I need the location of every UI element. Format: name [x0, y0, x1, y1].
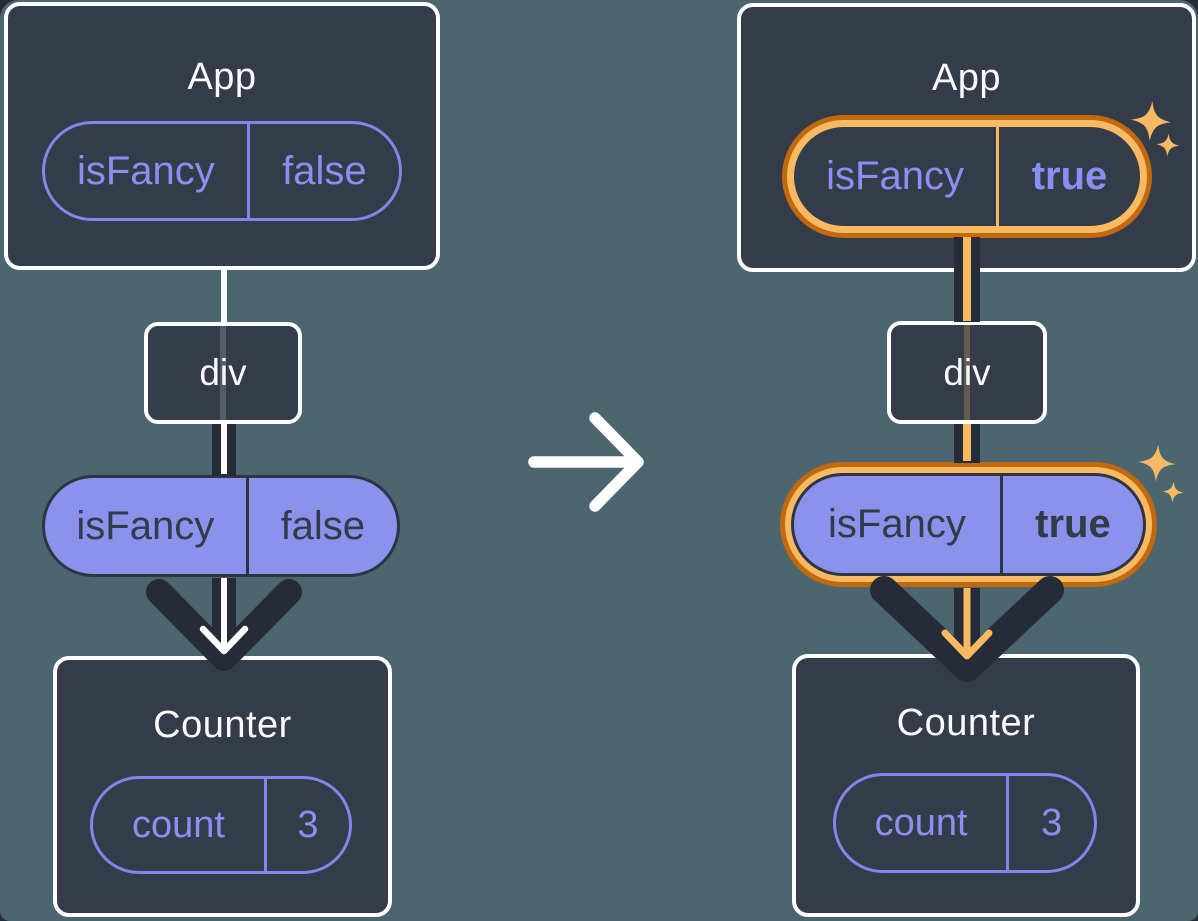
component-title: App	[931, 57, 1002, 99]
state-pill-app-after-highlight: isFancy true	[782, 115, 1152, 238]
state-name: count	[874, 801, 968, 844]
component-title: div	[943, 351, 991, 393]
arrow-tip	[589, 412, 644, 512]
state-name: isFancy	[76, 148, 215, 193]
arrow-head-before	[199, 625, 249, 655]
component-title: Counter	[153, 704, 292, 746]
state-pill-counter-after: count 3	[833, 773, 1097, 873]
connector-ghost-line	[964, 325, 970, 420]
component-card-div-after: div	[887, 321, 1047, 424]
state-value: true	[996, 127, 1140, 226]
component-title: App	[187, 56, 257, 98]
prop-pill-after-highlight: isFancy true	[780, 462, 1157, 587]
component-card-app-before: App isFancy false	[4, 2, 440, 270]
sparkle-small	[1162, 481, 1184, 503]
prop-name: isFancy	[828, 502, 966, 546]
right-arrow-icon	[528, 412, 644, 512]
component-card-counter-after: Counter count 3	[792, 654, 1140, 917]
component-title: div	[199, 352, 247, 393]
component-card-div-before: div	[144, 322, 302, 424]
connector-ghost-line	[220, 326, 226, 420]
prop-value: false	[245, 478, 397, 574]
state-value: 3	[1006, 776, 1094, 870]
arrow-head-after	[941, 629, 993, 660]
component-title: Counter	[896, 702, 1036, 744]
state-name: isFancy	[826, 154, 964, 198]
state-pill-counter-before: count 3	[90, 776, 352, 874]
state-name: count	[132, 803, 225, 846]
prop-value: true	[999, 476, 1143, 573]
state-value: 3	[264, 779, 349, 871]
state-value: false	[246, 124, 399, 218]
component-card-counter-before: Counter count 3	[53, 656, 392, 917]
arrow-chevron-before	[146, 579, 302, 671]
prop-pill-after: isFancy true	[791, 473, 1146, 576]
prop-name: isFancy	[76, 503, 215, 548]
sparkle-large	[1138, 444, 1176, 482]
prop-pill-before: isFancy false	[42, 475, 400, 577]
state-pill-app-before: isFancy false	[42, 121, 402, 221]
state-pill-app-after: isFancy true	[794, 127, 1140, 226]
